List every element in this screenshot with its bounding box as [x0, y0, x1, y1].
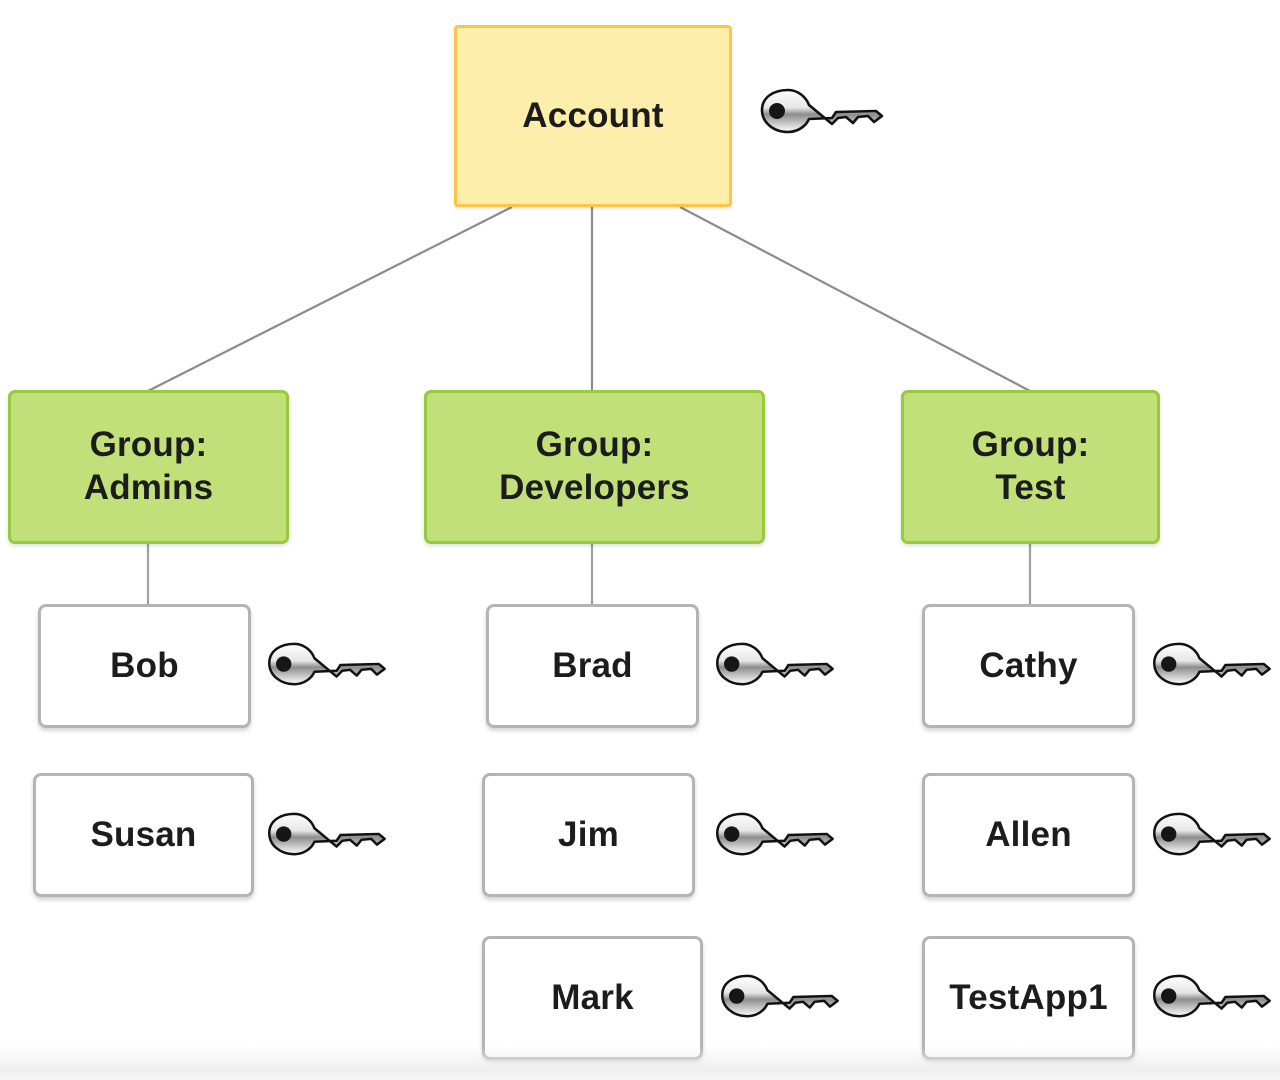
- node-user-susan[interactable]: Susan: [33, 773, 254, 897]
- node-user-susan-label: Susan: [90, 815, 197, 854]
- node-user-jim[interactable]: Jim: [482, 773, 695, 897]
- node-group-test[interactable]: Group: Test: [901, 390, 1160, 544]
- node-group-developers[interactable]: Group: Developers: [424, 390, 765, 544]
- node-user-testapp1[interactable]: TestApp1: [922, 936, 1135, 1060]
- node-user-cathy-label: Cathy: [979, 646, 1078, 685]
- node-user-allen[interactable]: Allen: [922, 773, 1135, 897]
- node-user-jim-label: Jim: [558, 815, 619, 854]
- node-group-test-label: Group: Test: [971, 425, 1090, 507]
- node-user-allen-label: Allen: [985, 815, 1072, 854]
- node-user-bob[interactable]: Bob: [38, 604, 251, 728]
- node-account[interactable]: Account: [454, 25, 732, 207]
- node-user-mark-label: Mark: [551, 978, 634, 1017]
- node-user-brad[interactable]: Brad: [486, 604, 699, 728]
- node-group-admins-label: Group: Admins: [83, 425, 214, 507]
- node-user-brad-label: Brad: [552, 646, 633, 685]
- node-user-mark[interactable]: Mark: [482, 936, 703, 1060]
- node-group-admins[interactable]: Group: Admins: [8, 390, 289, 544]
- node-account-label: Account: [522, 96, 664, 135]
- node-user-testapp1-label: TestApp1: [949, 978, 1108, 1017]
- node-user-bob-label: Bob: [110, 646, 179, 685]
- node-group-developers-label: Group: Developers: [499, 425, 690, 507]
- edge-account-admins: [147, 206, 513, 392]
- edge-account-test: [679, 206, 1031, 392]
- node-user-cathy[interactable]: Cathy: [922, 604, 1135, 728]
